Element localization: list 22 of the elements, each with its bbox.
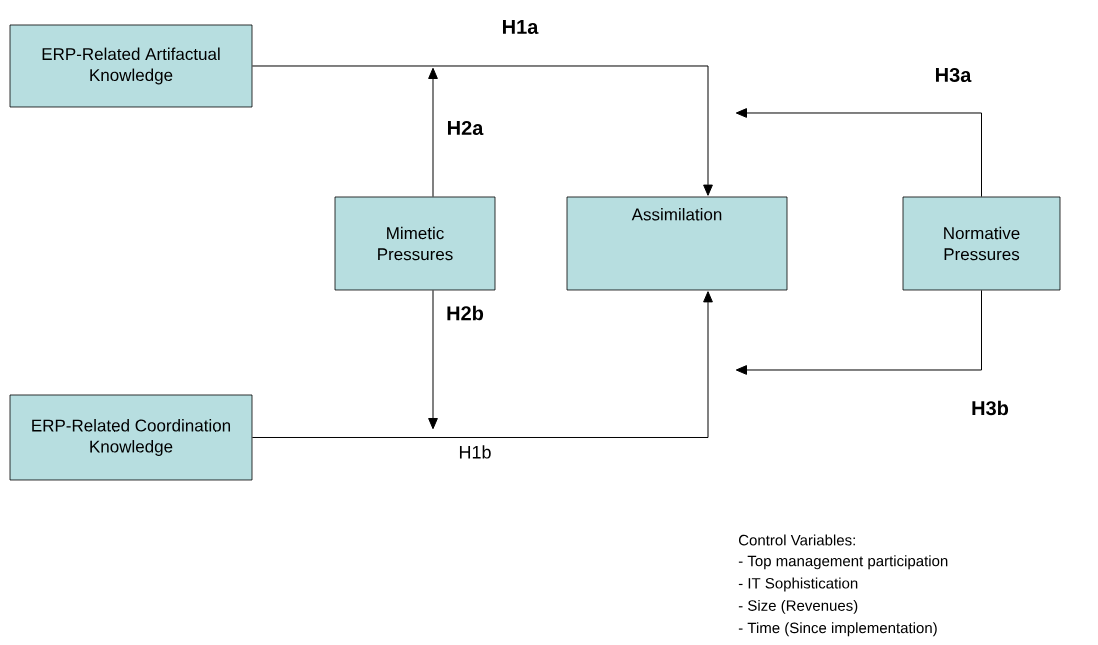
arrow	[735, 289, 982, 375]
concept-box: ERP-Related Coordination Knowledge	[9, 394, 253, 481]
note-text: - Time (Since implementation)	[738, 622, 937, 637]
edge-label: H2a	[445, 119, 485, 137]
arrow	[428, 67, 438, 198]
concept-box: Normative Pressures	[902, 196, 1061, 291]
arrow	[428, 289, 438, 430]
edge-label: H2b	[445, 304, 485, 322]
concept-box: Assimilation	[566, 196, 788, 291]
note-text: - Top management participation	[738, 555, 948, 570]
note-text: - Size (Revenues)	[738, 599, 858, 614]
edge-label: H3a	[933, 66, 973, 84]
edge-label: H3b	[970, 399, 1010, 417]
arrow	[251, 291, 713, 438]
arrow	[251, 65, 713, 196]
concept-box: Mimetic Pressures	[334, 196, 496, 291]
concept-box: ERP-Related Artifactual Knowledge	[9, 24, 253, 108]
note-text: - IT Sophistication	[738, 577, 858, 592]
edge-label: H1a	[500, 19, 540, 35]
arrow	[735, 108, 982, 198]
note-text: Control Variables:	[738, 534, 855, 546]
edge-label: H1b	[457, 444, 493, 460]
